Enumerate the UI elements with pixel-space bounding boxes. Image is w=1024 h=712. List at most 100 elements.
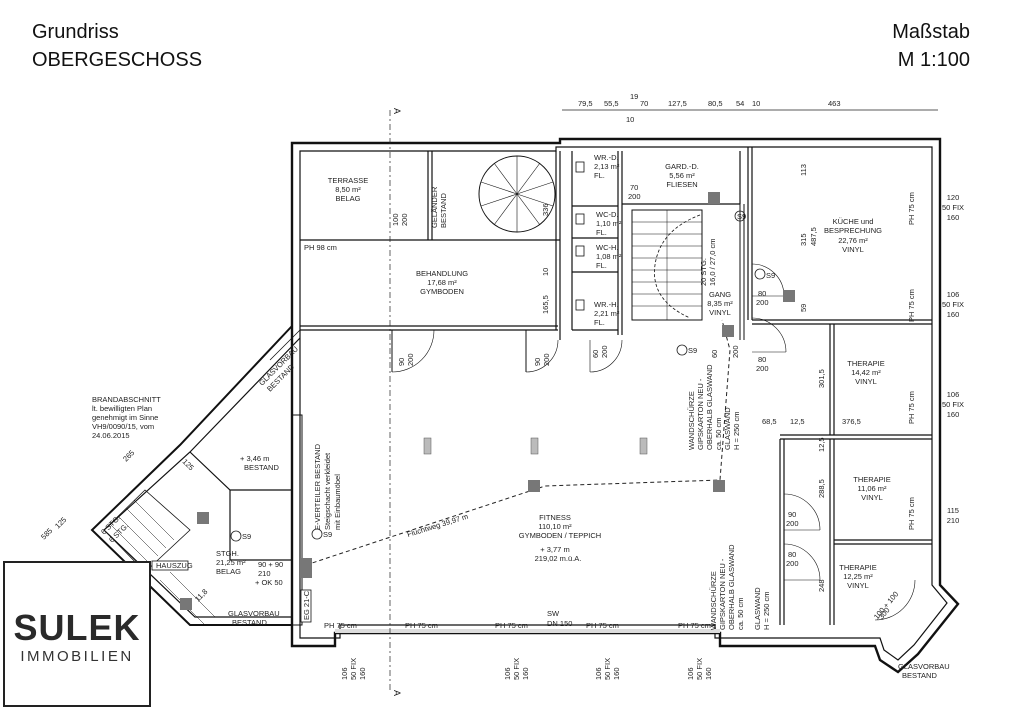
svg-text:H = 250 cm: H = 250 cm (762, 591, 771, 630)
svg-text:10: 10 (626, 115, 634, 124)
svg-text:GELÄNDER: GELÄNDER (430, 186, 439, 228)
svg-text:59: 59 (799, 304, 808, 312)
svg-text:50 FIX: 50 FIX (603, 658, 612, 680)
svg-text:115: 115 (947, 506, 959, 515)
svg-text:1,10 m²: 1,10 m² (596, 219, 622, 228)
svg-text:90: 90 (397, 358, 406, 366)
room-stgh: STGH. 21,25 m² BELAG (216, 549, 246, 576)
svg-text:210: 210 (947, 516, 960, 525)
svg-text:+ 3,77 m: + 3,77 m (540, 545, 569, 554)
svg-text:BESTAND: BESTAND (902, 671, 937, 680)
room-therapie-2: THERAPIE 11,06 m² VINYL (853, 475, 891, 502)
ph98-label: PH 98 cm (304, 243, 337, 252)
right-dimensions: 120 50 FIX 160 106 50 FIX 160 106 50 FIX… (872, 193, 964, 621)
svg-text:TERRASSE: TERRASSE (328, 176, 368, 185)
svg-text:E-VERTEILER BESTAND: E-VERTEILER BESTAND (313, 443, 322, 530)
room-behandlung: BEHANDLUNG 17,68 m² GYMBODEN (416, 269, 468, 296)
svg-text:120: 120 (947, 193, 960, 202)
svg-text:70: 70 (630, 183, 638, 192)
svg-text:PH 75 cm: PH 75 cm (907, 289, 916, 322)
svg-text:160: 160 (947, 410, 960, 419)
svg-text:200: 200 (756, 298, 769, 307)
room-wc-d: WC-D. 1,10 m² FL. (596, 210, 622, 237)
svg-text:106: 106 (686, 667, 695, 680)
wc-rooms (571, 151, 741, 335)
svg-text:PH 75 cm: PH 75 cm (324, 621, 357, 630)
svg-text:BEHANDLUNG: BEHANDLUNG (416, 269, 468, 278)
svg-text:PH 75 cm: PH 75 cm (907, 192, 916, 225)
svg-text:200: 200 (786, 519, 799, 528)
svg-text:22,76 m²: 22,76 m² (838, 236, 868, 245)
svg-text:60: 60 (591, 350, 600, 358)
svg-text:110,10 m²: 110,10 m² (538, 522, 572, 531)
company-logo: SULEK IMMOBILIEN (3, 561, 151, 707)
svg-text:GARD.-D.: GARD.-D. (665, 162, 699, 171)
svg-text:106: 106 (503, 667, 512, 680)
svg-text:79,5: 79,5 (578, 99, 593, 108)
logo-sub: IMMOBILIEN (20, 648, 134, 665)
brandabschnitt-note: BRANDABSCHNITT lt. bewilligten Plan gene… (92, 395, 161, 440)
svg-text:PH 75 cm: PH 75 cm (405, 621, 438, 630)
svg-text:BESTAND: BESTAND (244, 463, 279, 472)
right-rooms (747, 147, 932, 625)
svg-text:50 FIX: 50 FIX (695, 658, 704, 680)
svg-text:315: 315 (799, 233, 808, 246)
svg-text:FITNESS: FITNESS (539, 513, 571, 522)
room-fitness: FITNESS 110,10 m² GYMBODEN / TEPPICH + 3… (519, 513, 601, 563)
glasvorbau-right-note: GLASVORBAU BESTAND (898, 662, 950, 680)
svg-text:376,5: 376,5 (842, 417, 861, 426)
svg-text:60: 60 (710, 350, 719, 358)
svg-text:55,5: 55,5 (604, 99, 619, 108)
svg-text:200: 200 (542, 353, 551, 366)
fs-tag: S9 (688, 346, 697, 355)
room-therapie-1: THERAPIE 14,42 m² VINYL (847, 359, 885, 386)
svg-text:125: 125 (181, 457, 196, 472)
svg-text:GIPSKARTON NEU -: GIPSKARTON NEU - (718, 558, 727, 630)
sw-label: SW (547, 609, 560, 618)
ph75-labels-right: PH 75 cm PH 75 cm PH 75 cm PH 75 cm (907, 192, 916, 530)
svg-text:VH9/0090/15, vom: VH9/0090/15, vom (92, 422, 154, 431)
room-wc-h: WC-H. 1,08 m² FL. (596, 243, 622, 270)
svg-text:113: 113 (799, 164, 808, 176)
svg-text:125: 125 (53, 515, 68, 530)
wandschuerze-1-note: WANDSCHÜRZE GIPSKARTON NEU - OBERHALB GL… (687, 364, 741, 450)
svg-text:ca. 50 cm: ca. 50 cm (736, 597, 745, 630)
svg-text:219,02 m.ü.A.: 219,02 m.ü.A. (535, 554, 582, 563)
svg-text:VINYL: VINYL (709, 308, 731, 317)
svg-text:ca. 50 cm: ca. 50 cm (714, 417, 723, 450)
fire-extinguisher-icons (230, 210, 766, 542)
logo-brand: SULEK (13, 607, 141, 648)
room-terrasse: TERRASSE 8,50 m² BELAG (328, 176, 368, 203)
svg-text:80: 80 (788, 550, 796, 559)
svg-text:210: 210 (258, 569, 271, 578)
svg-text:106: 106 (947, 390, 960, 399)
svg-text:50 FIX: 50 FIX (942, 300, 964, 309)
svg-text:585: 585 (39, 526, 54, 541)
inner-dimensions: 100 200 90 200 90 200 60 200 60 200 70 2… (39, 164, 861, 603)
svg-text:19: 19 (630, 92, 638, 101)
svg-text:VINYL: VINYL (855, 377, 877, 386)
svg-text:FL.: FL. (596, 228, 607, 237)
svg-text:+ 3,46 m: + 3,46 m (240, 454, 269, 463)
svg-text:PH 75 cm: PH 75 cm (907, 391, 916, 424)
stair-core (631, 204, 745, 340)
svg-text:14,42 m²: 14,42 m² (851, 368, 881, 377)
fs-tag: S9 (242, 532, 251, 541)
svg-text:PH 75 cm: PH 75 cm (495, 621, 528, 630)
e-verteiler-note: E-VERTEILER BESTAND Steigschacht verklei… (313, 443, 342, 530)
svg-text:106: 106 (947, 290, 960, 299)
fire-extinguisher-icon (734, 210, 746, 222)
left-wing (90, 325, 303, 626)
bestand-height-note: + 3,46 m BESTAND (240, 454, 279, 472)
svg-text:2,13 m²: 2,13 m² (594, 162, 620, 171)
svg-text:127,5: 127,5 (668, 99, 687, 108)
svg-text:200: 200 (600, 345, 609, 358)
svg-text:17,68 m²: 17,68 m² (427, 278, 457, 287)
plan-title: Grundriss (32, 21, 119, 43)
svg-text:160: 160 (521, 667, 530, 680)
svg-text:THERAPIE: THERAPIE (839, 563, 877, 572)
svg-text:200: 200 (786, 559, 799, 568)
svg-text:24.06.2015: 24.06.2015 (92, 431, 130, 440)
svg-text:lt. bewilligten Plan: lt. bewilligten Plan (92, 404, 152, 413)
svg-text:GLASWAND: GLASWAND (753, 587, 762, 630)
